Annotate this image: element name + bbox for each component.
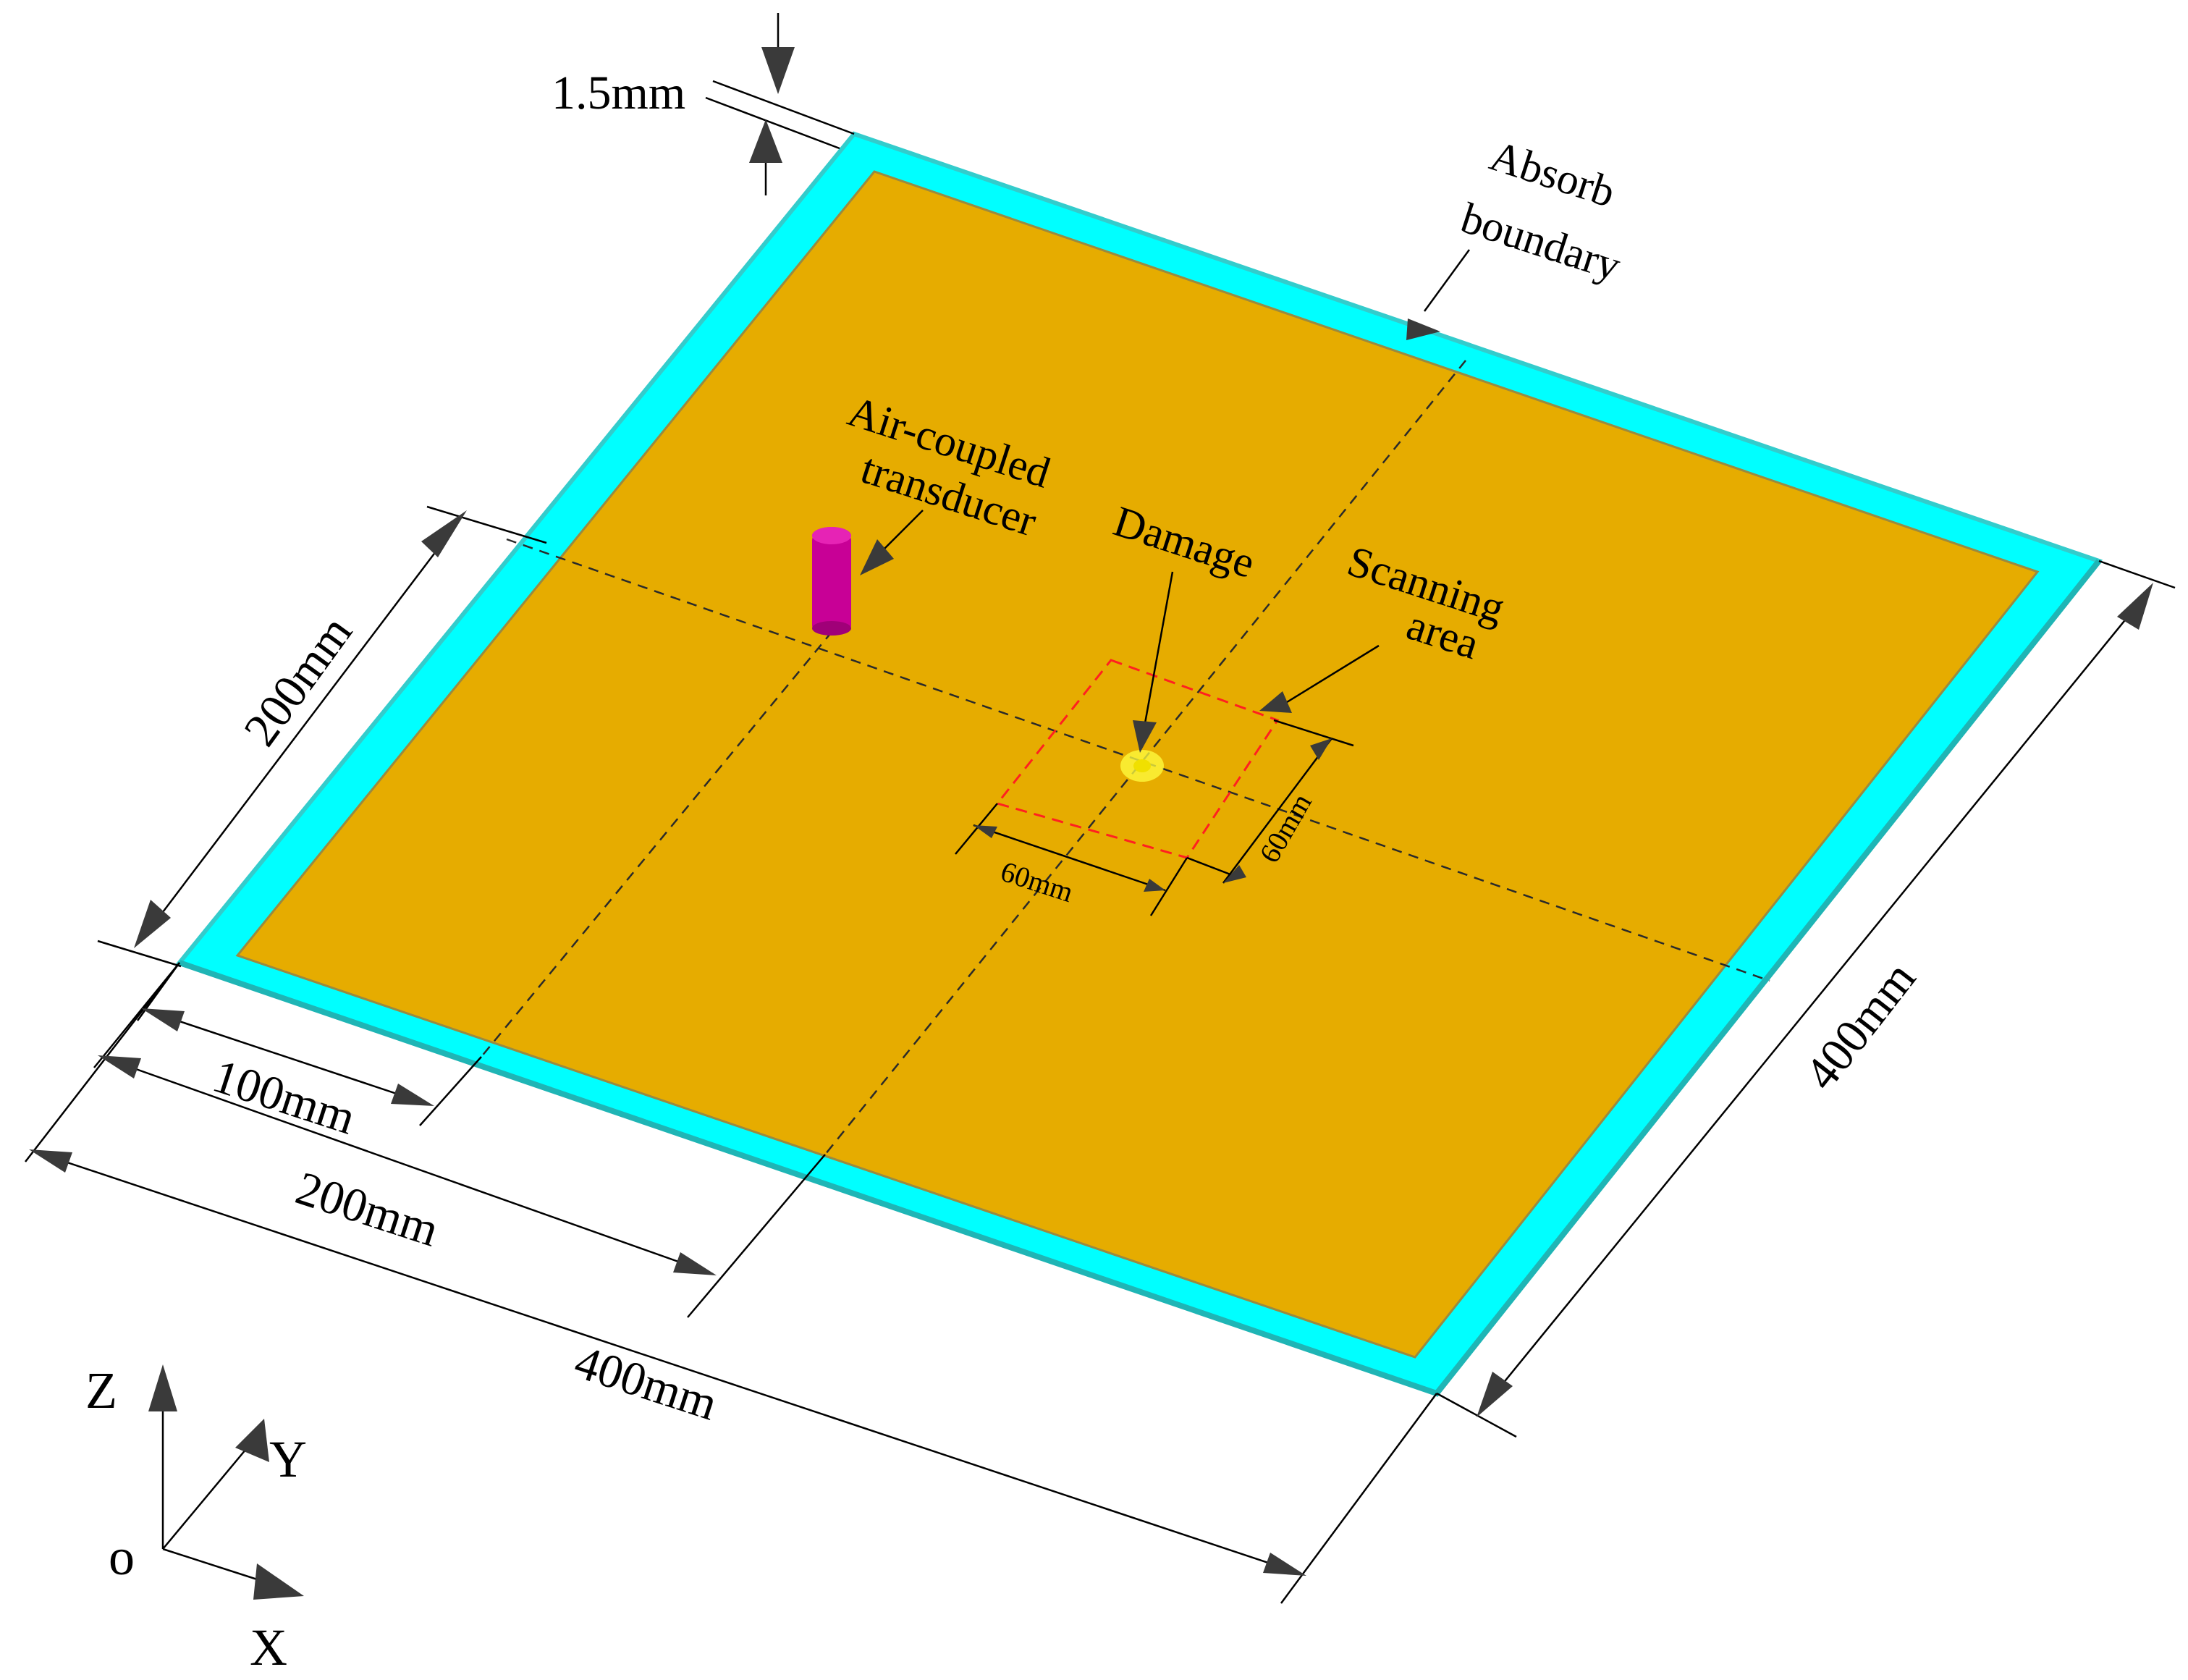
z-axis-label: Z [85,1362,117,1419]
damage-marker [1120,750,1164,782]
y-axis-label: Y [269,1430,307,1488]
absorb-boundary-callout: Absorb boundary [1406,132,1626,340]
bottom-400mm-label: 400mm [568,1335,723,1431]
guide-line-transducer [481,630,833,1058]
transducer-cylinder [812,527,851,636]
right-400mm-label: 400mm [1794,952,1926,1099]
thickness-label: 1.5mm [552,67,685,119]
thickness-dimension: 1.5mm [552,13,855,195]
origin-label: o [109,1528,135,1586]
x-axis-label: X [250,1618,287,1676]
bottom-100mm-label: 100mm [206,1050,361,1145]
y-axis-arrow [235,1419,269,1462]
x-axis-arrow [253,1563,304,1600]
absorb-boundary-label-1: Absorb [1484,132,1621,216]
z-axis-arrow [148,1364,177,1411]
bottom-200mm-label: 200mm [290,1162,444,1257]
coordinate-axes: Z Y o X [85,1362,307,1676]
